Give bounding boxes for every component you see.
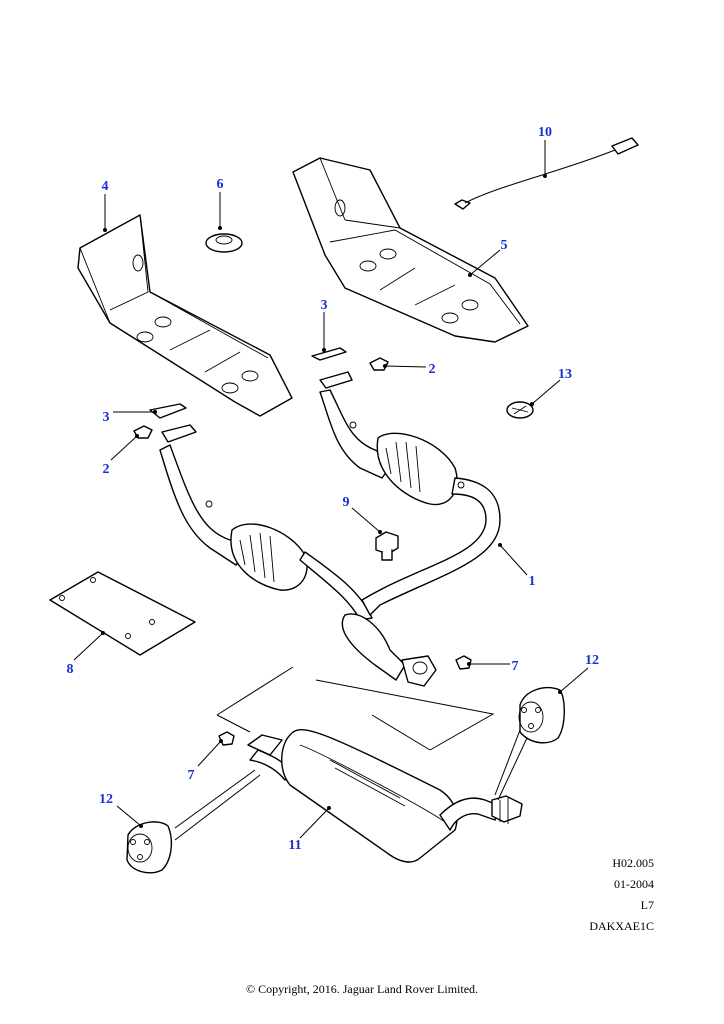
rear-silencer <box>247 729 523 863</box>
callout-3-right: 3 <box>321 298 328 313</box>
callout-11: 11 <box>288 838 301 853</box>
callout-3-left: 3 <box>103 410 110 425</box>
callout-10: 10 <box>538 125 552 140</box>
callout-2-left: 2 <box>103 462 110 477</box>
heat-shield-left <box>77 214 293 417</box>
callout-7-left: 7 <box>188 768 195 783</box>
reference-date: 01-2004 <box>614 877 654 891</box>
bolt <box>375 531 399 561</box>
reference-code: H02.005 <box>612 856 654 870</box>
callout-12-right: 12 <box>585 653 599 668</box>
callout-6: 6 <box>217 177 224 192</box>
gasket-right <box>311 347 347 361</box>
callout-8: 8 <box>67 662 74 677</box>
front-pipe-assembly <box>159 371 501 687</box>
callout-5: 5 <box>501 238 508 253</box>
heat-shield-right <box>292 157 529 343</box>
grommet <box>205 233 243 253</box>
mounting-rubber-right <box>494 687 565 801</box>
nut-flange-left <box>218 731 235 746</box>
callout-12-left: 12 <box>99 792 113 807</box>
callout-13: 13 <box>558 367 572 382</box>
callout-2-right: 2 <box>429 362 436 377</box>
callout-1: 1 <box>529 574 536 589</box>
heat-shield-plate <box>49 571 196 656</box>
reference-id: DAKXAE1C <box>589 919 654 933</box>
callout-numbers: 1 2 2 3 3 4 5 6 7 7 8 9 10 11 12 12 13 <box>67 125 600 853</box>
callout-9: 9 <box>343 495 350 510</box>
leader-lines <box>73 140 589 839</box>
callout-4: 4 <box>102 179 109 194</box>
mounting-rubber-left <box>126 769 261 874</box>
gasket-left <box>149 403 187 419</box>
callout-7-right: 7 <box>512 659 519 674</box>
fixing-clip <box>506 401 534 419</box>
oxygen-sensor <box>454 137 639 210</box>
assembly-guide-lines <box>216 666 495 751</box>
nut-right <box>369 357 389 371</box>
copyright-notice: © Copyright, 2016. Jaguar Land Rover Lim… <box>245 982 479 996</box>
reference-model: L7 <box>640 898 654 912</box>
